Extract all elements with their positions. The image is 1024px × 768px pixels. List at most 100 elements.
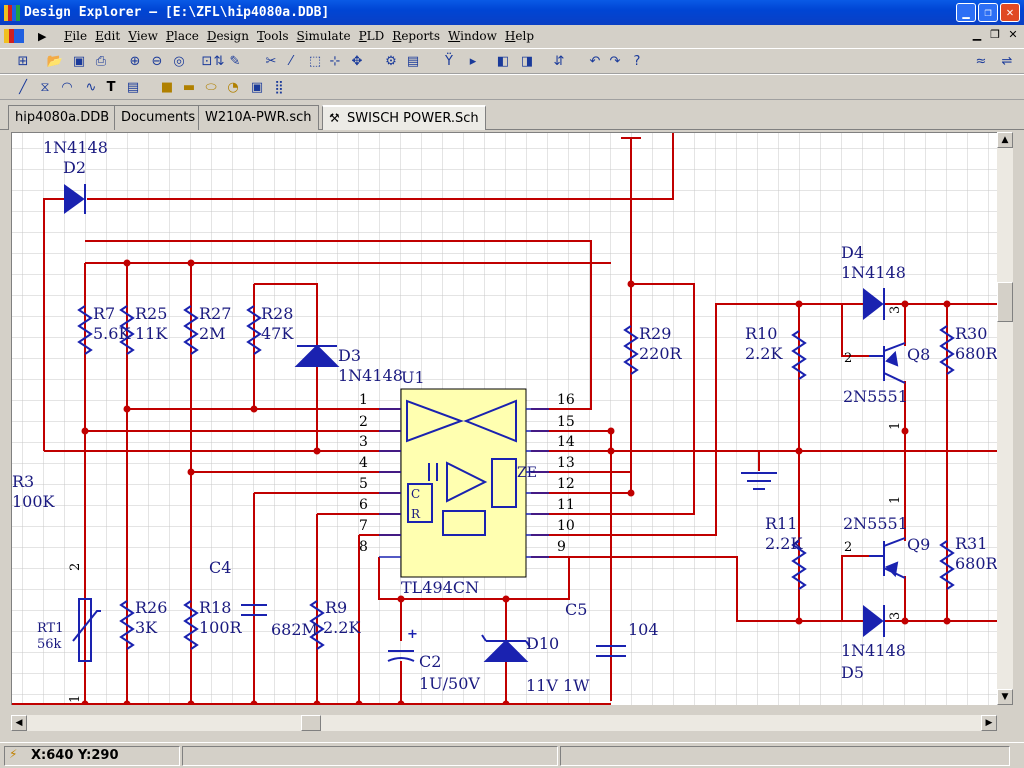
menu-place[interactable]: Place [165,29,199,43]
wiring-toolbar-icon[interactable]: ≈ [975,54,987,69]
text-frame-icon[interactable]: ▤ [126,80,140,95]
mdi-close-button[interactable]: ✕ [1008,28,1018,41]
horizontal-scrollbar[interactable]: ◀ ▶ [11,715,997,731]
vertical-scroll-thumb[interactable] [997,282,1013,322]
q8-part-label: 2N5551 [843,387,908,406]
array-paste-icon[interactable]: ⣿ [274,80,284,95]
paste-icon[interactable]: ⁄ [289,54,293,69]
menu-simulate[interactable]: Simulate [296,29,351,43]
redo-icon[interactable]: ↷ [609,54,621,69]
save-icon[interactable]: ▣ [72,54,86,69]
status-pane-2 [182,746,558,766]
move-icon[interactable]: ✥ [351,54,363,69]
zoom-fit-icon[interactable]: ◎ [173,54,185,69]
tab-hip4080a-ddb[interactable]: hip4080a.DDB [8,105,117,130]
text-icon[interactable]: T [106,80,116,95]
coords-pane: ⚡ X:640 Y:290 [4,746,180,766]
menu-view[interactable]: View [128,29,158,43]
open-icon[interactable]: 📂 [46,54,64,69]
horizontal-scroll-thumb[interactable] [301,715,321,731]
drawing-toolbar-icon[interactable]: ⇌ [1001,54,1013,69]
schematic-sheet[interactable]: 1 2 3 4 5 6 7 8 16 15 14 13 12 11 10 9 1… [11,132,997,705]
line-icon[interactable]: ╱ [19,80,27,95]
maximize-button[interactable]: ❐ [978,3,998,22]
select-icon[interactable]: ⬚ [308,54,322,69]
browse-icon[interactable]: ▤ [406,54,420,69]
ellipse-icon[interactable]: ⬭ [205,80,217,95]
polygon-icon[interactable]: ⧖ [40,80,50,95]
menu-edit[interactable]: Edit [95,29,121,43]
library-icon[interactable]: ⚙ [385,54,397,69]
rt1-ref-label: RT1 [37,621,64,636]
print-icon[interactable]: ⎙ [95,54,107,69]
d5-part-label: 1N4148 [841,641,906,660]
rectangle-icon[interactable]: ■ [160,80,174,95]
ze-label: ZE [517,465,537,481]
place-part-icon[interactable]: ◧ [496,54,510,69]
zoom-in-icon[interactable]: ⊕ [129,54,141,69]
menu-tools[interactable]: Tools [256,29,289,43]
menu-help[interactable]: Help [504,29,535,43]
component-labels: 1N4148 D2 R7 5.6K R25 11K R27 2M R28 47K… [12,138,997,695]
zoom-out-icon[interactable]: ⊖ [151,54,163,69]
hierarchy-icon[interactable]: ⇅ [213,54,225,69]
scroll-left-button[interactable]: ◀ [11,715,27,731]
flag-icon[interactable]: ▸ [469,54,477,69]
mdi-restore-button[interactable]: ❐ [990,28,1000,41]
cut-icon[interactable]: ✂ [265,54,277,69]
pie-icon[interactable]: ◔ [227,80,239,95]
d5-ref-label: D5 [841,663,864,682]
r7-val-label: 5.6K [93,324,131,343]
pin-label: 16 [557,392,575,408]
snap-icon[interactable]: ⇵ [553,54,565,69]
menu-file[interactable]: File [64,29,88,43]
design-manager-icon[interactable]: ⊞ [17,54,29,69]
pin-label: 13 [557,455,575,471]
scroll-down-button[interactable]: ▼ [997,689,1013,705]
mdi-minimize-button[interactable]: ▁ [972,28,982,41]
arc-icon[interactable]: ◠ [61,80,73,95]
menu-reports[interactable]: Reports [392,29,441,43]
r26-val-label: 3K [135,618,158,637]
minimize-button[interactable]: ▁ [956,3,976,22]
tab-documents[interactable]: Documents [114,105,203,130]
pin-label: 4 [359,455,368,471]
schematic-doc-icon: ⚒ [329,111,340,125]
graphic-icon[interactable]: ▣ [250,80,264,95]
scroll-right-button[interactable]: ▶ [981,715,997,731]
bezier-icon[interactable]: ∿ [85,80,97,95]
explorer-toggle-icon[interactable]: ▶ [38,29,47,43]
place-bus-icon[interactable]: ◨ [520,54,534,69]
menu-pld[interactable]: PLD [358,29,385,43]
rounded-rect-icon[interactable]: ▬ [182,80,196,95]
svg-text:1: 1 [888,496,903,504]
title-bar: Design Explorer – [E:\ZFL\hip4080a.DDB] … [0,0,1024,25]
tab-w210a-pwr[interactable]: W210A-PWR.sch [198,105,319,130]
r3-ref-label: R3 [12,472,34,491]
zoom-area-icon[interactable]: ⊡ [201,54,213,69]
q9-part-label: 2N5551 [843,514,908,533]
vertical-scrollbar[interactable]: ▲ ▼ [997,132,1013,705]
r11-ref-label: R11 [765,514,797,533]
undo-icon[interactable]: ↶ [589,54,601,69]
scroll-up-button[interactable]: ▲ [997,132,1013,148]
c4-val-label: 682M [271,620,318,639]
status-icon: ⚡ [9,747,18,761]
deselect-icon[interactable]: ⊹ [329,54,341,69]
help-icon[interactable]: ? [633,54,641,69]
components [72,305,955,662]
c5-ref-label: C5 [565,600,587,619]
tab-swisch-power[interactable]: ⚒ SWISCH POWER.Sch [322,105,486,130]
pin-stubs [379,408,549,558]
r30-ref-label: R30 [955,324,987,343]
r10-ref-label: R10 [745,324,777,343]
d10-val-label: 11V 1W [526,676,590,695]
cross-probe-icon[interactable]: ✎ [229,54,241,69]
close-button[interactable]: ✕ [1000,3,1020,22]
menu-design[interactable]: Design [206,29,249,43]
menu-window[interactable]: Window [448,29,497,43]
probe-icon[interactable]: Ÿ [445,54,453,69]
r27-ref-label: R27 [199,304,231,323]
schematic-canvas[interactable]: 1 2 3 4 5 6 7 8 16 15 14 13 12 11 10 9 1… [12,133,997,705]
pin-label: 3 [359,434,368,450]
